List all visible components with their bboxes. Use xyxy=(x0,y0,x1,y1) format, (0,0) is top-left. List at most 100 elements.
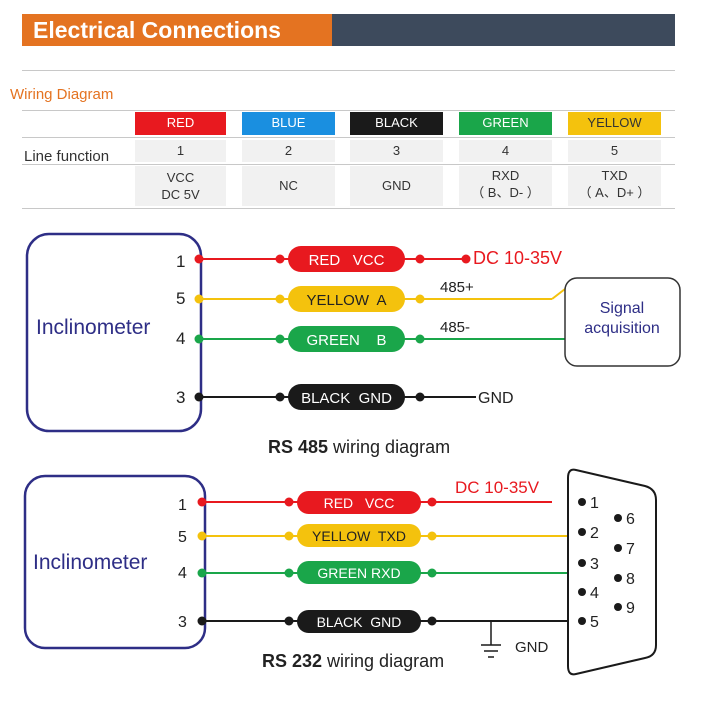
db9-pin xyxy=(578,617,586,625)
wire-tag-green xyxy=(288,326,405,352)
db9-pin xyxy=(614,603,622,611)
wire-tag-label: RED VCC xyxy=(309,252,385,269)
table-subtitle: Wiring Diagram xyxy=(10,86,114,103)
wire-end xyxy=(194,334,204,344)
wire-end xyxy=(427,497,437,507)
wire-tag-yellow xyxy=(297,524,421,547)
wire-tag-label: YELLOW A xyxy=(306,292,386,309)
rs232-caption: RS 232 wiring diagram xyxy=(262,651,444,671)
rs485-caption: RS 485 wiring diagram xyxy=(268,437,450,457)
pin-label: 4 xyxy=(176,329,185,348)
pin-label: 5 xyxy=(178,529,187,546)
db9-pin xyxy=(578,588,586,596)
signal-acquisition-box xyxy=(564,277,681,367)
wire-end xyxy=(427,616,437,626)
inclinometer-label: Inclinometer xyxy=(33,551,147,574)
wire-end xyxy=(461,254,471,264)
wire-end xyxy=(275,294,285,304)
db9-pin-label: 7 xyxy=(626,541,635,558)
wire-end xyxy=(197,568,207,578)
wire-end xyxy=(275,254,285,264)
inclinometer-box xyxy=(25,232,203,433)
signal-acquisition-label: acquisition xyxy=(584,320,660,337)
wire-tag-label: YELLOW TXD xyxy=(312,528,406,544)
pin-label: 4 xyxy=(178,565,187,582)
wire-end xyxy=(427,568,437,578)
wire-end xyxy=(275,334,285,344)
wire-end xyxy=(197,531,207,541)
wire-end xyxy=(194,294,204,304)
wire-tag-label: GREEN RXD xyxy=(317,565,400,581)
wire-function: NC xyxy=(242,166,335,206)
db9-pin-label: 3 xyxy=(590,556,599,573)
wire-end xyxy=(415,334,425,344)
divider xyxy=(22,137,675,138)
wire-number: 4 xyxy=(459,140,552,162)
wire-yellow xyxy=(551,288,566,300)
pin-label: 5 xyxy=(176,289,185,308)
line-label-485-minus: 485- xyxy=(440,319,470,336)
wire-tag-label: BLACK GND xyxy=(317,614,402,630)
wire-end xyxy=(197,616,207,626)
line-label-485-plus: 485+ xyxy=(440,279,474,296)
db9-pin-label: 8 xyxy=(626,571,635,588)
inclinometer-label: Inclinometer xyxy=(36,316,150,339)
signal-acquisition-label: Signal xyxy=(600,300,644,317)
wire-function: TXD（ A、D+ ） xyxy=(568,166,661,206)
power-label: DC 10-35V xyxy=(473,248,562,268)
divider xyxy=(22,164,675,165)
db9-pin xyxy=(578,559,586,567)
wire-end xyxy=(415,254,425,264)
divider xyxy=(22,110,675,111)
db9-pin xyxy=(614,574,622,582)
wire-number: 3 xyxy=(350,140,443,162)
db9-pin-label: 5 xyxy=(590,614,599,631)
gnd-label: GND xyxy=(478,390,514,407)
db9-pin-label: 9 xyxy=(626,600,635,617)
pin-label: 1 xyxy=(176,252,185,271)
db9-pin xyxy=(578,528,586,536)
db9-pin-label: 6 xyxy=(626,511,635,528)
row-label-line-function: Line function xyxy=(24,148,110,165)
wire-end xyxy=(275,392,285,402)
db9-pin-label: 2 xyxy=(590,525,599,542)
wire-tag-red xyxy=(297,491,421,514)
divider xyxy=(22,70,675,71)
db9-pin-label: 4 xyxy=(590,585,599,602)
wire-tag-yellow xyxy=(288,286,405,312)
color-black: BLACK xyxy=(350,112,443,135)
wire-tag-red xyxy=(288,246,405,272)
wire-tag-black xyxy=(288,384,405,410)
db9-connector xyxy=(567,468,657,676)
wire-tag-label: GREEN B xyxy=(306,332,386,349)
color-yellow: YELLOW xyxy=(568,112,661,135)
wire-end xyxy=(194,254,204,264)
pin-label: 1 xyxy=(178,497,187,514)
wire-tag-label: BLACK GND xyxy=(301,390,392,407)
wire-function: RXD（ B、D- ） xyxy=(459,166,552,206)
wire-end xyxy=(194,392,204,402)
wire-end xyxy=(427,531,437,541)
db9-pin xyxy=(578,498,586,506)
wire-number: 2 xyxy=(242,140,335,162)
wire-number: 5 xyxy=(568,140,661,162)
wire-end xyxy=(415,392,425,402)
wire-end xyxy=(415,294,425,304)
pin-label: 3 xyxy=(176,388,185,407)
db9-pin xyxy=(614,544,622,552)
wire-end xyxy=(284,616,294,626)
page-title: Electrical Connections xyxy=(22,14,332,46)
wire-end xyxy=(197,497,207,507)
color-green: GREEN xyxy=(459,112,552,135)
wire-tag-label: RED VCC xyxy=(324,495,395,511)
color-blue: BLUE xyxy=(242,112,335,135)
db9-pin-label: 1 xyxy=(590,495,599,512)
color-red: RED xyxy=(135,112,226,135)
gnd-label: GND xyxy=(515,639,549,656)
wire-function: GND xyxy=(350,166,443,206)
wire-tag-green xyxy=(297,561,421,584)
wire-end xyxy=(284,568,294,578)
inclinometer-box xyxy=(23,474,207,650)
